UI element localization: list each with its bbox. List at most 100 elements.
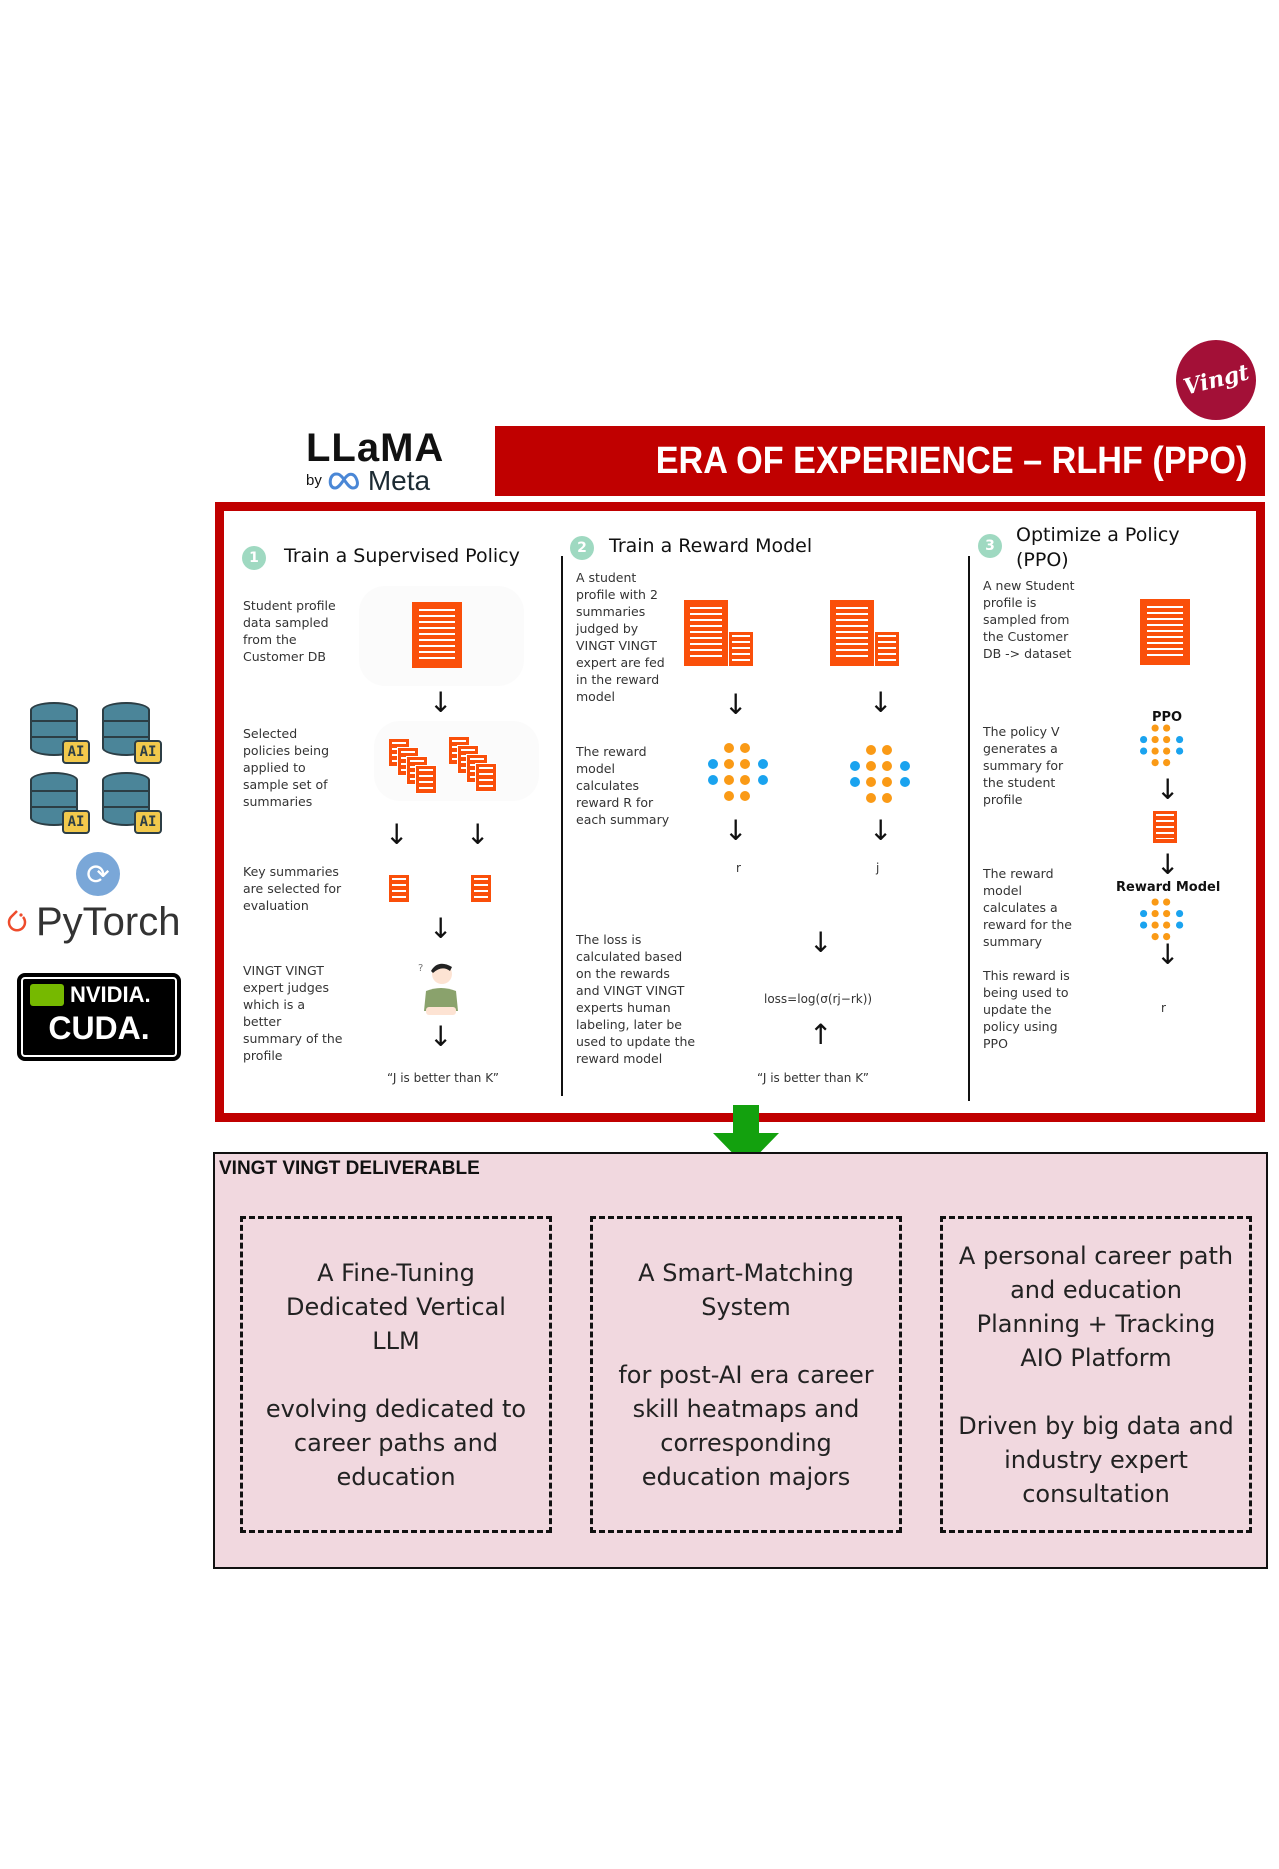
network-node (866, 745, 876, 755)
network-node (1151, 759, 1159, 767)
deliverable-card-text: A personal career path and education Pla… (958, 1241, 1234, 1508)
down-arrow-icon: ↓ (724, 688, 748, 721)
step-2-desc-1: A student profile with 2 summaries judge… (576, 570, 665, 704)
network-node (708, 775, 718, 785)
ppo-policy-network-icon (1140, 723, 1188, 767)
network-node (1151, 921, 1159, 929)
network-node (1151, 933, 1159, 941)
network-node (1163, 909, 1171, 918)
network-node (724, 743, 734, 753)
step-3-desc-2: The policy V generates a summary for the… (983, 724, 1064, 807)
deliverable-title: VINGT VINGT DELIVERABLE (219, 1158, 480, 1179)
reward-value-label: r (1161, 1001, 1166, 1015)
document-stack-icon (475, 763, 497, 792)
step-1-output-label: “J is better than K” (387, 1071, 499, 1085)
network-node (1140, 747, 1148, 755)
network-node (866, 761, 876, 771)
vingt-logo: Vingt (1176, 340, 1256, 420)
reward-model-label: Reward Model (1116, 880, 1221, 895)
down-arrow-icon: ↓ (429, 1020, 453, 1053)
document-stack-icon (415, 765, 437, 794)
network-node (724, 759, 734, 769)
llama-wordmark: LLaMA (306, 426, 445, 470)
step-3-desc-4: This reward is being used to update the … (983, 968, 1070, 1051)
document-icon (684, 600, 728, 666)
generated-summary-doc-icon (1153, 811, 1177, 843)
step-3-desc-1: A new Student profile is sampled from th… (983, 578, 1075, 661)
nvidia-eye-icon (30, 984, 64, 1006)
meta-wordmark: Meta (367, 465, 431, 496)
llama-meta-logo: LLaMA by Meta (306, 428, 456, 498)
document-icon (1140, 599, 1190, 665)
network-node (1151, 735, 1159, 744)
ai-database-icon: AI (102, 702, 162, 764)
network-node (1163, 724, 1171, 732)
summary-doc-icon (729, 632, 753, 666)
sync-icon: ⟳ (76, 852, 120, 896)
network-node (740, 759, 750, 769)
reward-model-network-icon (708, 741, 774, 801)
llama-by-text: by (306, 472, 322, 489)
document-icon (830, 600, 874, 666)
network-node (1163, 735, 1171, 744)
thinking-expert-icon: ? (418, 963, 458, 1015)
step-1-badge: 1 (242, 546, 266, 570)
down-arrow-icon: ↓ (429, 912, 453, 945)
key-summary-doc-icon (471, 875, 491, 902)
network-node (758, 775, 768, 785)
network-node (866, 777, 876, 787)
down-arrow-icon: ↓ (809, 926, 833, 959)
network-node (1151, 909, 1159, 918)
step-3-badge: 3 (978, 534, 1002, 558)
pytorch-flame-icon (7, 910, 27, 932)
reward-j-label: j (876, 861, 880, 875)
step-1-desc-4: VINGT VINGT expert judges which is a bet… (243, 963, 343, 1063)
step-3-desc-3: The reward model calculates a reward for… (983, 866, 1072, 949)
network-node (850, 777, 860, 787)
step-2-desc-3: The loss is calculated based on the rewa… (576, 932, 696, 1066)
network-node (882, 777, 892, 787)
cuda-wordmark: CUDA. (48, 1010, 150, 1046)
down-arrow-icon: ↓ (869, 814, 893, 847)
network-node (724, 775, 734, 785)
key-summary-doc-icon (389, 875, 409, 902)
network-node (882, 745, 892, 755)
network-node (1163, 921, 1171, 929)
down-arrow-icon: ↓ (429, 686, 453, 719)
deliverable-card-text: A Smart-Matching System for post-AI era … (618, 1258, 874, 1491)
network-node (900, 761, 910, 771)
page-title: ERA OF EXPERIENCE – RLHF (PPO) (655, 439, 1247, 482)
step-2-title: Train a Reward Model (609, 535, 813, 557)
ppo-label: PPO (1152, 710, 1183, 725)
step-2-desc-2: The reward model calculates reward R for… (576, 744, 670, 827)
column-divider (968, 556, 970, 1101)
network-node (850, 761, 860, 771)
column-divider (561, 556, 563, 1096)
network-node (900, 777, 910, 787)
network-node (740, 743, 750, 753)
network-node (724, 791, 734, 801)
down-arrow-icon: ↓ (1156, 938, 1180, 971)
deliverable-panel: VINGT VINGT DELIVERABLE A Fine-Tuning De… (213, 1152, 1268, 1569)
deliverable-card-text: A Fine-Tuning Dedicated Vertical LLM evo… (265, 1258, 527, 1491)
ai-database-icon: AI (30, 702, 90, 764)
down-arrow-icon: ↓ (1156, 848, 1180, 881)
nvidia-wordmark: NVIDIA. (70, 982, 151, 1007)
step-1-desc-3: Key summaries are selected for evaluatio… (243, 864, 342, 913)
network-node (758, 759, 768, 769)
reward-r-label: r (736, 861, 741, 875)
pytorch-wordmark: PyTorch (36, 899, 181, 944)
network-node (1151, 747, 1159, 755)
network-node (1151, 724, 1159, 732)
network-node (1163, 759, 1171, 767)
down-arrow-icon: ↓ (466, 818, 490, 851)
step-3-title: Optimize a Policy (PPO) (1016, 524, 1180, 571)
down-arrow-icon: ↓ (869, 686, 893, 719)
ai-database-cluster: AI AI AI AI (28, 702, 173, 842)
network-node (1176, 735, 1184, 744)
down-arrow-icon: ↓ (1156, 773, 1180, 806)
loss-formula: loss=log(σ(rj−rk)) (764, 992, 873, 1006)
reward-model-network-icon (1140, 897, 1188, 941)
network-node (1151, 898, 1159, 906)
network-node (1163, 898, 1171, 906)
